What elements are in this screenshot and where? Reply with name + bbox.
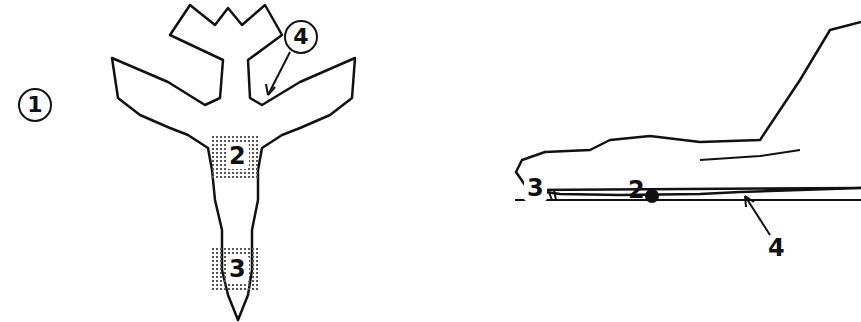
- zone-number: 3: [524, 175, 547, 201]
- zone-number: 2: [226, 143, 249, 169]
- zone-2: [212, 135, 258, 179]
- zone-3: [212, 248, 258, 292]
- ground-line: [515, 199, 861, 201]
- main-gear: [645, 189, 659, 203]
- zone-number: 2: [628, 178, 645, 202]
- callout-number: 1: [18, 88, 52, 122]
- leader-line: [268, 52, 290, 95]
- nose-gear: [548, 190, 556, 200]
- callout-number: 4: [284, 20, 318, 54]
- aircraft-top-view: [112, 5, 355, 320]
- zone-number: 3: [226, 256, 249, 282]
- leader-line: [745, 196, 770, 235]
- zone-number: 4: [768, 236, 785, 260]
- aircraft-side-view: [516, 22, 861, 195]
